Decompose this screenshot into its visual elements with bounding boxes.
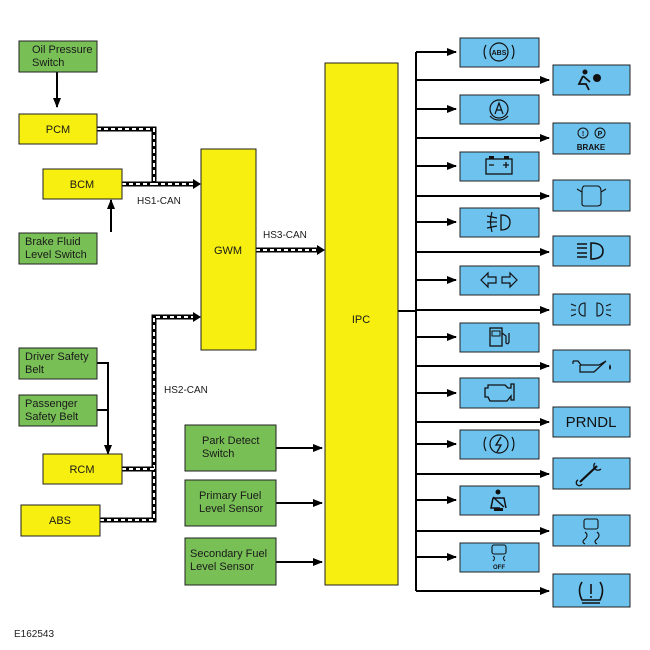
secondary-fuel-sensor-label-2: Level Sensor	[190, 561, 255, 573]
engine-check-icon	[459, 377, 540, 409]
hs2-can-bus	[100, 312, 201, 523]
parking-brake-auto-icon	[459, 94, 540, 125]
stability-control-icon	[552, 514, 631, 547]
brake-fluid-switch-box: Brake Fluid Level Switch	[18, 232, 98, 265]
passenger-safety-belt-label-1: Passenger	[25, 398, 78, 410]
hs3-can-label: HS3-CAN	[263, 230, 307, 241]
ipc-box: IPC	[324, 62, 399, 586]
abs-module-box: ABS	[20, 504, 101, 537]
park-detect-switch-label-2: Switch	[202, 448, 234, 460]
figure-reference: E162543	[14, 629, 54, 640]
brake-fluid-switch-label-1: Brake Fluid	[25, 236, 81, 248]
front-fog-icon	[459, 207, 540, 238]
driver-safety-belt-label-2: Belt	[25, 364, 44, 376]
pcm-label: PCM	[46, 124, 70, 136]
park-detect-switch-box: Park Detect Switch	[184, 424, 277, 472]
turn-signal-icon	[459, 265, 540, 296]
ipc-label: IPC	[352, 314, 370, 326]
brake-label: BRAKE	[577, 143, 606, 152]
rcm-label: RCM	[69, 464, 94, 476]
brake-fluid-switch-label-2: Level Switch	[25, 249, 87, 261]
oil-pressure-icon	[552, 349, 631, 383]
fuel-icon	[459, 322, 540, 353]
stability-off-icon: OFF	[459, 542, 540, 573]
hs1-can-label: HS1-CAN	[137, 196, 181, 207]
park-detect-switch-label-1: Park Detect	[202, 435, 259, 447]
passenger-safety-belt-label-2: Safety Belt	[25, 411, 78, 423]
passenger-safety-belt-box: Passenger Safety Belt	[18, 394, 98, 427]
hs1-can-bus	[97, 126, 201, 189]
bcm-box: BCM	[42, 168, 123, 200]
bcm-label: BCM	[70, 179, 94, 191]
prndl-label: PRNDL	[566, 414, 617, 431]
ipc-output-tree	[398, 48, 550, 595]
gwm-label: GWM	[214, 245, 242, 257]
pcm-box: PCM	[18, 113, 98, 145]
primary-fuel-sensor-box: Primary Fuel Level Sensor	[184, 479, 277, 527]
airbag-icon	[552, 64, 631, 96]
hardwired-connections	[53, 72, 323, 566]
brake-warning-icon: ! P BRAKE	[552, 122, 631, 155]
door-ajar-icon	[552, 179, 631, 212]
svg-text:!: !	[582, 131, 584, 138]
oil-pressure-switch-label-2: Switch	[32, 57, 64, 69]
prndl-display: PRNDL	[552, 406, 631, 438]
side-lights-icon	[552, 293, 631, 326]
rcm-box: RCM	[42, 453, 123, 485]
high-beam-icon	[552, 235, 631, 267]
off-label: OFF	[493, 565, 505, 571]
driver-safety-belt-box: Driver Safety Belt	[18, 347, 98, 380]
primary-fuel-sensor-label-1: Primary Fuel	[199, 490, 261, 502]
secondary-fuel-sensor-label-1: Secondary Fuel	[190, 548, 267, 560]
seatbelt-icon	[459, 485, 540, 516]
primary-fuel-sensor-label-2: Level Sensor	[199, 503, 264, 515]
hs3-can-bus	[256, 245, 325, 255]
svg-text:P: P	[598, 131, 603, 138]
service-wrench-icon	[552, 457, 631, 490]
driver-safety-belt-label-1: Driver Safety	[25, 351, 89, 363]
oil-pressure-switch-label-1: Oil Pressure	[32, 44, 93, 56]
abs-module-label: ABS	[49, 515, 71, 527]
oil-pressure-switch-box: Oil Pressure Switch	[18, 40, 98, 73]
electric-fault-icon	[459, 429, 540, 460]
tire-pressure-icon	[552, 573, 631, 608]
secondary-fuel-sensor-box: Secondary Fuel Level Sensor	[184, 537, 277, 586]
svg-text:ABS: ABS	[492, 50, 507, 57]
hs2-can-label: HS2-CAN	[164, 385, 208, 396]
abs-icon: ABS	[459, 37, 540, 68]
battery-icon	[459, 151, 540, 182]
gwm-box: GWM	[200, 148, 257, 351]
